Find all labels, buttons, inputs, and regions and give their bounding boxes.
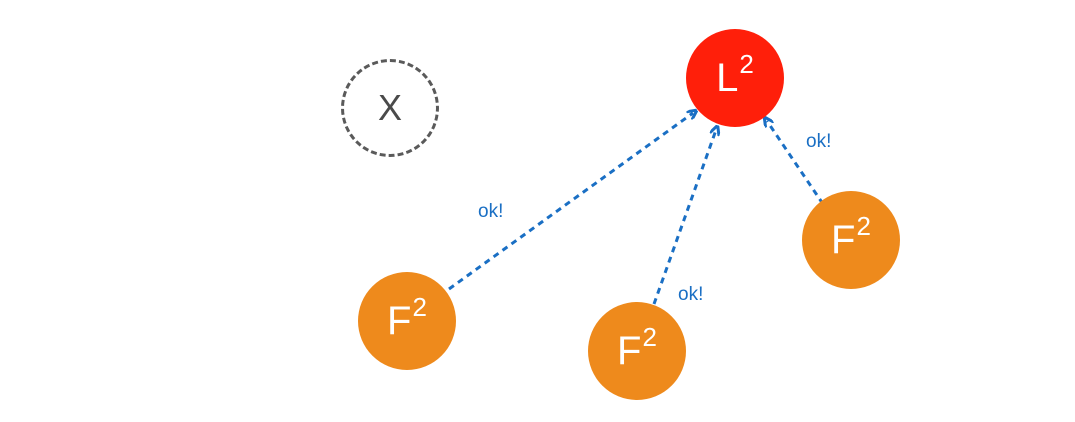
ok-label-right: ok! bbox=[806, 131, 832, 152]
follower-node-right-letter: F bbox=[831, 218, 856, 262]
follower-node-right-term: 2 bbox=[856, 211, 871, 241]
leader-node-term: 2 bbox=[739, 49, 754, 79]
ok-label-left: ok! bbox=[478, 201, 504, 222]
arrow-right-follower-to-leader bbox=[767, 121, 825, 205]
follower-node-left-letter: F bbox=[387, 299, 412, 343]
crashed-node: X bbox=[341, 59, 439, 157]
crashed-node-mark: X bbox=[377, 87, 402, 128]
ok-label-middle: ok! bbox=[678, 284, 704, 305]
follower-node-middle-letter: F bbox=[617, 329, 642, 373]
arrow-middle-follower-to-leader bbox=[652, 130, 716, 305]
leader-node-letter: L bbox=[716, 56, 739, 100]
follower-node-middle-term: 2 bbox=[642, 322, 657, 352]
follower-node-left-term: 2 bbox=[412, 292, 427, 322]
